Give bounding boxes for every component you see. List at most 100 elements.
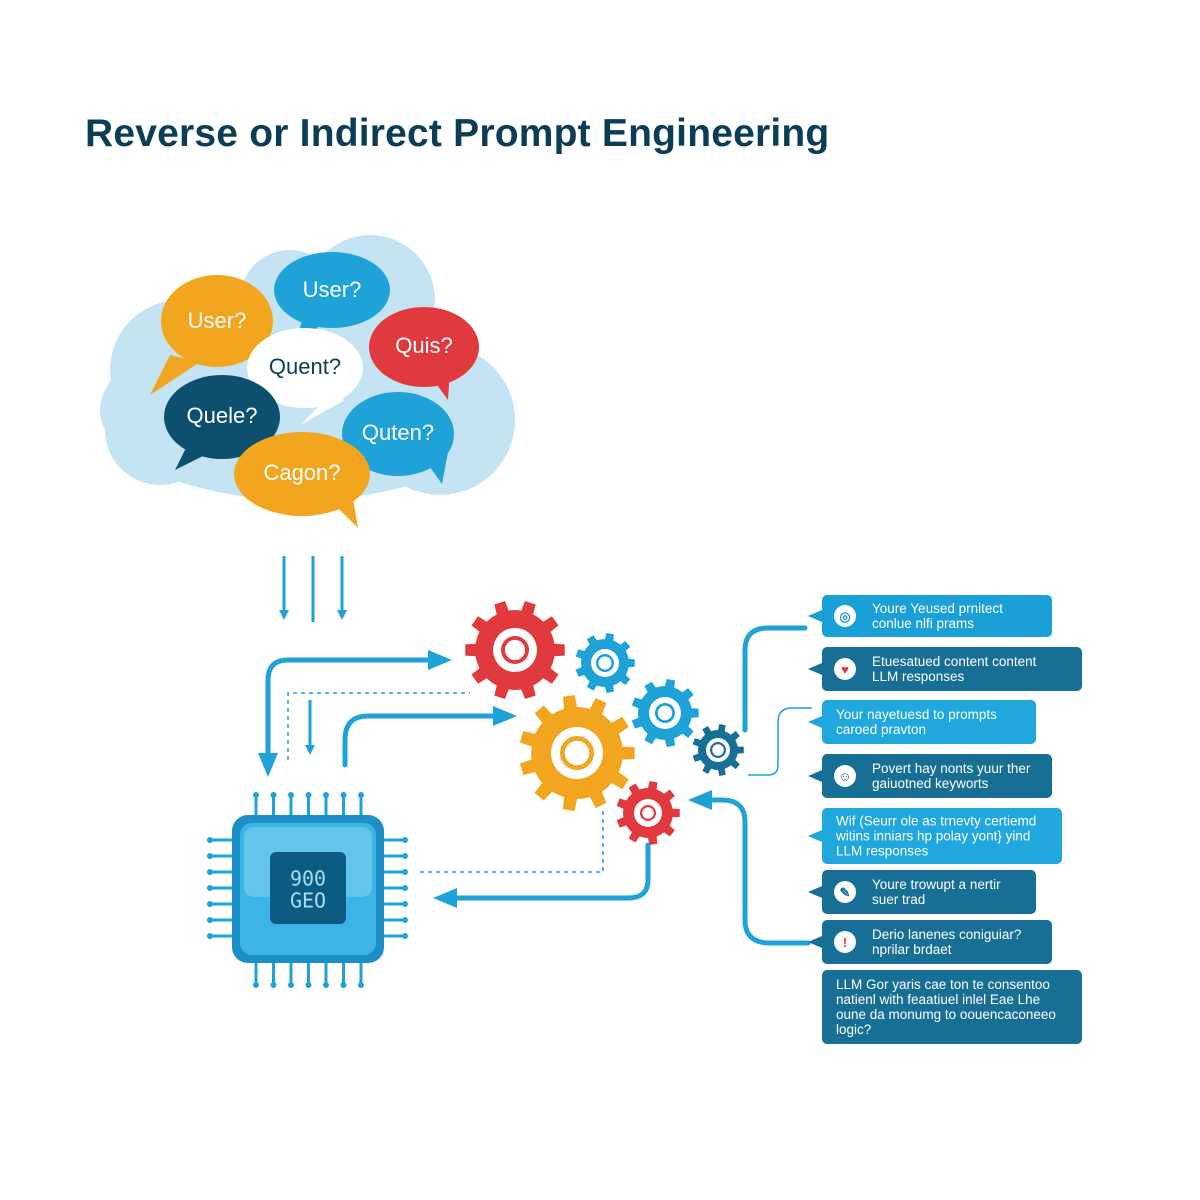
card-line: LLM responses bbox=[872, 669, 965, 684]
bubble-text: Quele? bbox=[187, 403, 258, 428]
chip-label-top: 900 bbox=[290, 867, 326, 891]
chip-pin-tip bbox=[402, 853, 408, 859]
speech-bubble-user-blue: User? bbox=[274, 252, 390, 345]
chip-pin-tip bbox=[358, 792, 364, 798]
blue-gear-medium-icon bbox=[631, 679, 699, 747]
bubble-text: Quis? bbox=[395, 333, 452, 358]
response-card: ! Derio lanenes coniguiar?nprilar brdaet bbox=[822, 920, 1052, 964]
heart-icon: ♥ bbox=[834, 658, 856, 680]
card-tail bbox=[808, 716, 822, 728]
card-tail bbox=[808, 770, 822, 782]
chip-pins bbox=[207, 792, 408, 988]
chip-pin-tip bbox=[207, 869, 213, 875]
speech-bubble-quis: Quis? bbox=[369, 307, 479, 400]
card-line: LLM Gor yaris cae ton te consentoo bbox=[836, 977, 1050, 992]
card-tail bbox=[808, 663, 822, 675]
bubble-text: User? bbox=[188, 308, 247, 333]
chip-pin-tip bbox=[340, 982, 347, 988]
card-line: caroed pravton bbox=[836, 722, 927, 737]
chip-pin-tip bbox=[270, 792, 277, 798]
card-line: Etuesatued content content bbox=[872, 654, 1037, 669]
red-gear-large-icon bbox=[465, 601, 565, 699]
speech-bubble-cagon: Cagon? bbox=[234, 432, 370, 528]
card-line: suer trad bbox=[872, 892, 926, 907]
flow-arrows bbox=[258, 625, 811, 946]
chip-pin-tip bbox=[402, 885, 408, 891]
dashed-lines bbox=[287, 692, 604, 873]
processor-chip: 900 GEO bbox=[207, 792, 408, 988]
target-icon: ◎ bbox=[834, 605, 856, 627]
chip-pin-tip bbox=[402, 901, 408, 907]
speech-bubble-quten: Quten? bbox=[342, 392, 454, 484]
chip-pin-tip bbox=[402, 933, 408, 939]
speech-bubble-quent: Quent? bbox=[247, 328, 363, 425]
bubble-text: User? bbox=[303, 277, 362, 302]
speech-bubble-user-orange: User? bbox=[150, 275, 273, 395]
chip-pin-tip bbox=[207, 933, 213, 939]
chat-icon: ☺ bbox=[834, 765, 856, 787]
alert-icon: ! bbox=[834, 931, 856, 953]
dark-gear-small-icon bbox=[692, 724, 744, 776]
chip-pin-tip bbox=[402, 869, 408, 875]
card-line: Wif (Seurr ole as trnevty certiemd bbox=[836, 813, 1037, 829]
card-line: gaiuotned keyworts bbox=[872, 776, 989, 791]
thin-connector bbox=[748, 707, 812, 776]
card-line: nprilar brdaet bbox=[872, 942, 952, 957]
red-gear-small-icon bbox=[616, 781, 680, 845]
page-title: Reverse or Indirect Prompt Engineering bbox=[85, 112, 830, 155]
card-line: Youre Yeused prnitect bbox=[872, 601, 1003, 616]
chip-pin-tip bbox=[288, 792, 294, 798]
chip-pin-tip bbox=[340, 792, 347, 798]
chip-pin-tip bbox=[207, 853, 213, 859]
speech-bubble-quele: Quele? bbox=[164, 375, 280, 470]
chip-pin-tip bbox=[207, 885, 213, 891]
chip-pin-tip bbox=[253, 982, 259, 988]
card-tail bbox=[808, 610, 822, 622]
card-tail bbox=[808, 936, 822, 948]
card-tail bbox=[808, 886, 822, 898]
card-line: witins inniars hp polay yont} yind bbox=[836, 828, 1031, 844]
chip-pin-tip bbox=[207, 837, 213, 843]
chip-pin-tip bbox=[358, 982, 364, 988]
blue-gear-small-icon bbox=[575, 633, 635, 693]
bubble-text: Quent? bbox=[269, 354, 341, 379]
card-line: logic? bbox=[836, 1022, 872, 1037]
card-line: conlue nlfi prams bbox=[872, 616, 975, 631]
bubble-text: Quten? bbox=[362, 420, 434, 445]
card-line: natienl with feaatiuel inlel Eae Lhe bbox=[836, 992, 1041, 1007]
chip-pin-tip bbox=[323, 792, 329, 798]
card-tail bbox=[808, 830, 822, 842]
chip-pin-tip bbox=[305, 982, 312, 988]
card-line: Povert hay nonts yuur ther bbox=[872, 761, 1031, 776]
wrench-icon: ✎ bbox=[834, 881, 856, 903]
chip-pin-tip bbox=[402, 917, 408, 923]
chip-pin-tip bbox=[288, 982, 294, 988]
card-line: Youre trowupt a nertir bbox=[872, 877, 1001, 892]
card-text: Derio lanenes coniguiar?nprilar brdaet bbox=[872, 927, 1021, 957]
down-arrows bbox=[279, 556, 347, 622]
bubble-text: Cagon? bbox=[263, 460, 340, 485]
chip-pin-tip bbox=[305, 792, 312, 798]
card-line: LLM responses bbox=[836, 843, 929, 859]
chip-pin-tip bbox=[207, 901, 213, 907]
chip-pin-tip bbox=[207, 917, 213, 923]
card-line: oune da monumg to oouencaconeeo bbox=[836, 1007, 1056, 1022]
chip-pin-tip bbox=[323, 982, 329, 988]
card-line: Derio lanenes coniguiar? bbox=[872, 927, 1022, 942]
chip-label-bottom: GEO bbox=[290, 889, 326, 913]
